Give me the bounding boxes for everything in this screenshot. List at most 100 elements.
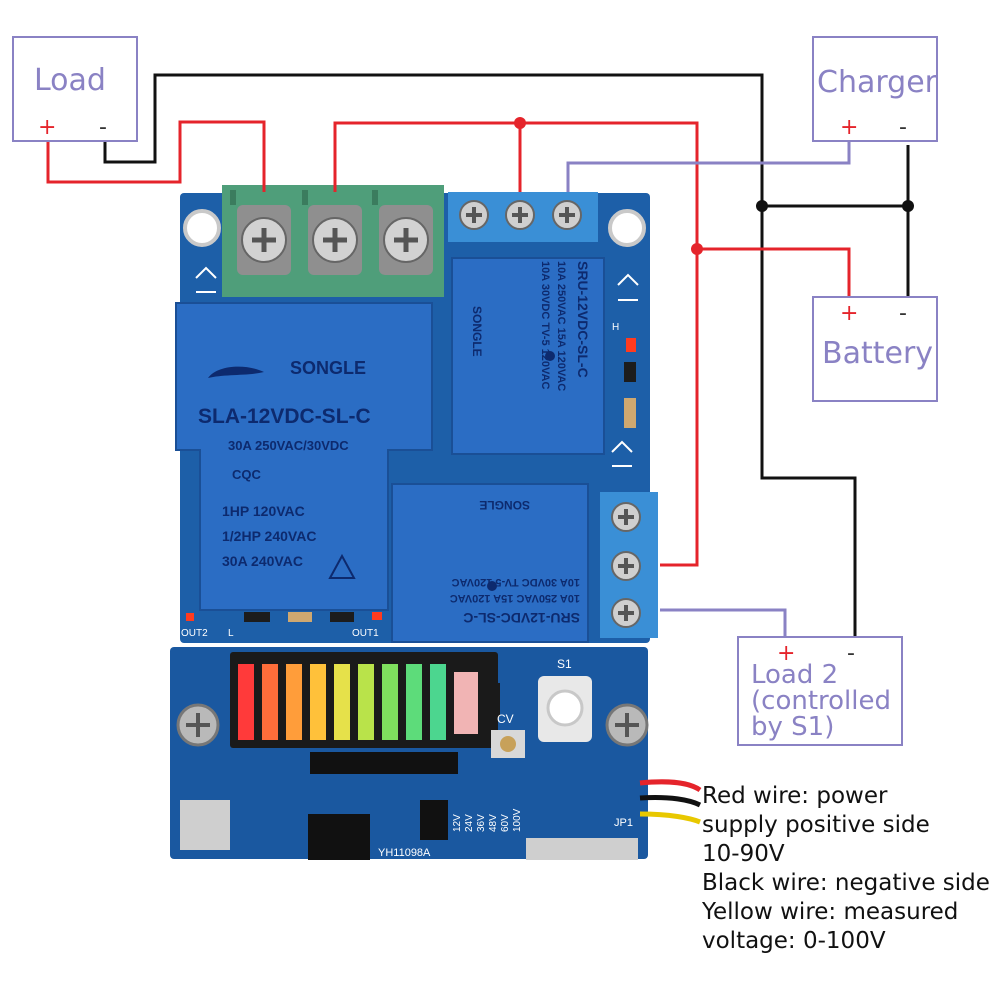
red-wire-load-positive xyxy=(46,120,266,192)
volt-100v: 100V xyxy=(512,808,523,832)
main-relay-brand: SONGLE xyxy=(290,358,366,378)
note-line: Red wire: power xyxy=(702,783,888,809)
output-led-row: OUT2 L OUT1 H xyxy=(181,322,636,639)
junction-dot xyxy=(514,117,526,129)
level-segment xyxy=(406,664,422,740)
sense-wires xyxy=(639,779,702,825)
out1-led xyxy=(372,612,382,620)
level-segment xyxy=(358,664,374,740)
sense-black-wire xyxy=(639,795,702,808)
load2-plus: + xyxy=(777,641,795,666)
note-line: voltage: 0-100V xyxy=(702,928,886,954)
board-model: YH11098A xyxy=(378,847,431,859)
jp1-label: JP1 xyxy=(614,817,633,829)
side-relay-terminals xyxy=(600,492,658,638)
note-line: 10-90V xyxy=(702,841,785,867)
level-segment xyxy=(430,664,446,740)
level-segment xyxy=(286,664,302,740)
red-wire-battery-bus xyxy=(333,121,699,567)
battery-label: Battery xyxy=(822,336,933,371)
relay-bottom-model: SRU-12VDC-SL-C xyxy=(463,610,580,626)
level-segment xyxy=(310,664,326,740)
cv-label: CV xyxy=(497,712,514,726)
relay-top-brand: SONGLE xyxy=(470,306,484,357)
main-relay-line3: 30A 240VAC xyxy=(222,553,303,569)
relay-top-line1: 10A 250VAC 15A 120VAC xyxy=(555,261,567,391)
load2-box: + - Load 2 (controlled by S1) xyxy=(737,636,903,746)
terminal-screw xyxy=(237,205,291,275)
charger-label: Charger xyxy=(817,65,938,100)
volt-36v: 36V xyxy=(476,814,487,832)
relay-symbol-silkscreen xyxy=(611,440,633,467)
level-segment xyxy=(382,664,398,740)
red-wire-battery-positive xyxy=(697,247,851,298)
load-label: Load xyxy=(34,63,106,98)
level-segment xyxy=(238,664,254,740)
main-relay-line1: 1HP 120VAC xyxy=(222,503,305,519)
main-screw-terminals xyxy=(222,185,444,297)
relay-bottom-line2: 10A 30VDC TV-5 120VAC xyxy=(452,576,580,588)
relay-bottom-line1: 10A 250VAC 15A 120VAC xyxy=(450,592,580,604)
terminal-screw xyxy=(379,205,433,275)
black-wire-load-negative xyxy=(103,73,857,637)
relay-symbol-silkscreen xyxy=(195,266,217,293)
load2-minus: - xyxy=(847,641,855,666)
microcontroller-chip xyxy=(308,814,370,860)
main-relay: SONGLE SLA-12VDC-SL-C 30A 250VAC/30VDC C… xyxy=(175,302,433,611)
warning-triangle-icon xyxy=(328,553,356,579)
junction-dot xyxy=(902,200,914,212)
note-line: supply positive side xyxy=(702,812,930,838)
relay-top-line2: 10A 30VDC TV-5 120VAC xyxy=(539,261,551,389)
load2-label-line1: Load 2 xyxy=(751,660,838,690)
out1-label: OUT1 xyxy=(352,628,379,639)
battery-tip-segment xyxy=(454,672,478,734)
main-relay-cert: CQC xyxy=(232,467,262,482)
relay-top: SRU-12VDC-SL-C 10A 250VAC 15A 120VAC 10A… xyxy=(451,257,605,455)
level-segment xyxy=(334,664,350,740)
relay-bottom: SRU-12VDC-SL-C 10A 250VAC 15A 120VAC 10A… xyxy=(391,483,589,643)
junction-dot xyxy=(756,200,768,212)
charger-minus: - xyxy=(899,115,907,140)
main-relay-rating: 30A 250VAC/30VDC xyxy=(228,438,349,453)
wire-junctions xyxy=(514,117,914,255)
relay-top-model: SRU-12VDC-SL-C xyxy=(575,261,591,378)
top-relay-terminals xyxy=(448,192,598,242)
h-label: H xyxy=(612,322,619,333)
relay-symbol-silkscreen xyxy=(617,273,639,301)
charger-box: Charger + - xyxy=(812,36,938,142)
volt-12v: 12V xyxy=(452,814,463,832)
load-plus: + xyxy=(38,115,56,140)
mounting-hole xyxy=(183,209,221,247)
note-line: Yellow wire: measured xyxy=(702,899,959,925)
volt-60v: 60V xyxy=(500,814,511,832)
volt-24v: 24V xyxy=(464,814,475,832)
note-line: Black wire: negative side xyxy=(702,870,990,896)
battery-minus: - xyxy=(899,301,907,326)
display-module-parts: S1 CV YH11098A JP1 12V 24V 36V 48V 60V 1… xyxy=(176,657,649,860)
battery-plus: + xyxy=(840,301,858,326)
h-led xyxy=(626,338,636,352)
battery-level-display xyxy=(230,652,500,748)
out2-label: OUT2 xyxy=(181,628,208,639)
buzzer xyxy=(180,800,230,850)
level-segment xyxy=(262,664,278,740)
charger-plus: + xyxy=(840,115,858,140)
out2-l-label: L xyxy=(228,628,234,639)
load2-label-line3: by S1) xyxy=(751,712,834,742)
sense-red-wire xyxy=(639,779,702,793)
load2-label-line2: (controlled xyxy=(751,686,891,716)
sense-yellow-wire xyxy=(639,811,701,825)
out2-led xyxy=(186,613,194,621)
main-relay-line2: 1/2HP 240VAC xyxy=(222,528,316,544)
purple-wire-load2-positive xyxy=(660,608,787,637)
wire-description: Red wire: power supply positive side 10-… xyxy=(702,782,998,956)
relay-bottom-brand: SONGLE xyxy=(479,498,530,512)
battery-box: + - Battery xyxy=(812,296,938,402)
junction-dot xyxy=(691,243,703,255)
main-relay-model: SLA-12VDC-SL-C xyxy=(198,405,371,428)
load-box: Load + - xyxy=(12,36,138,142)
purple-wire-charger-positive xyxy=(566,140,851,192)
terminal-screw xyxy=(308,205,362,275)
load-minus: - xyxy=(99,115,107,140)
